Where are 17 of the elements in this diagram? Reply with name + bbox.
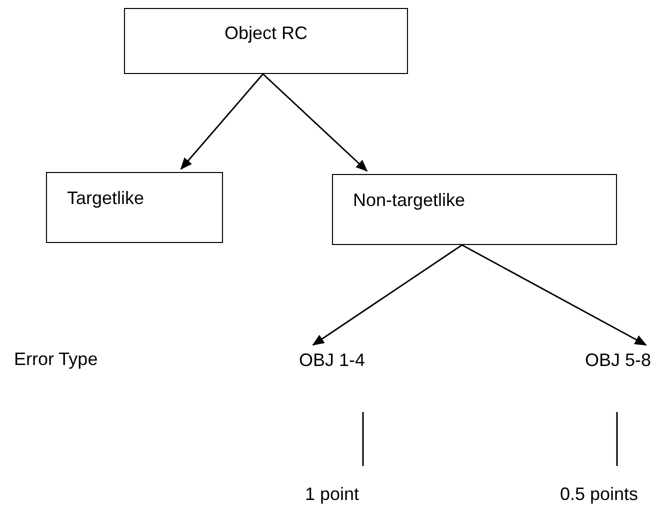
- arrow: [180, 74, 264, 170]
- node-text: 1 point: [304, 483, 360, 505]
- connector-line: [616, 412, 618, 466]
- arrow: [462, 244, 647, 346]
- category-box: [332, 174, 617, 245]
- row-label: Error Type: [14, 348, 98, 370]
- node-text: 0.5 points: [560, 483, 638, 505]
- node-text: Targetlike: [67, 187, 144, 209]
- arrow: [312, 244, 462, 346]
- node-text: OBJ 1-4: [298, 349, 366, 371]
- category-box: [124, 8, 408, 74]
- category-box: [46, 172, 223, 243]
- connector-line: [362, 412, 364, 466]
- arrow: [262, 73, 368, 172]
- node-text: Non-targetlike: [353, 189, 466, 211]
- node-text: OBJ 5-8: [584, 349, 652, 371]
- node-text: Object RC: [224, 22, 308, 44]
